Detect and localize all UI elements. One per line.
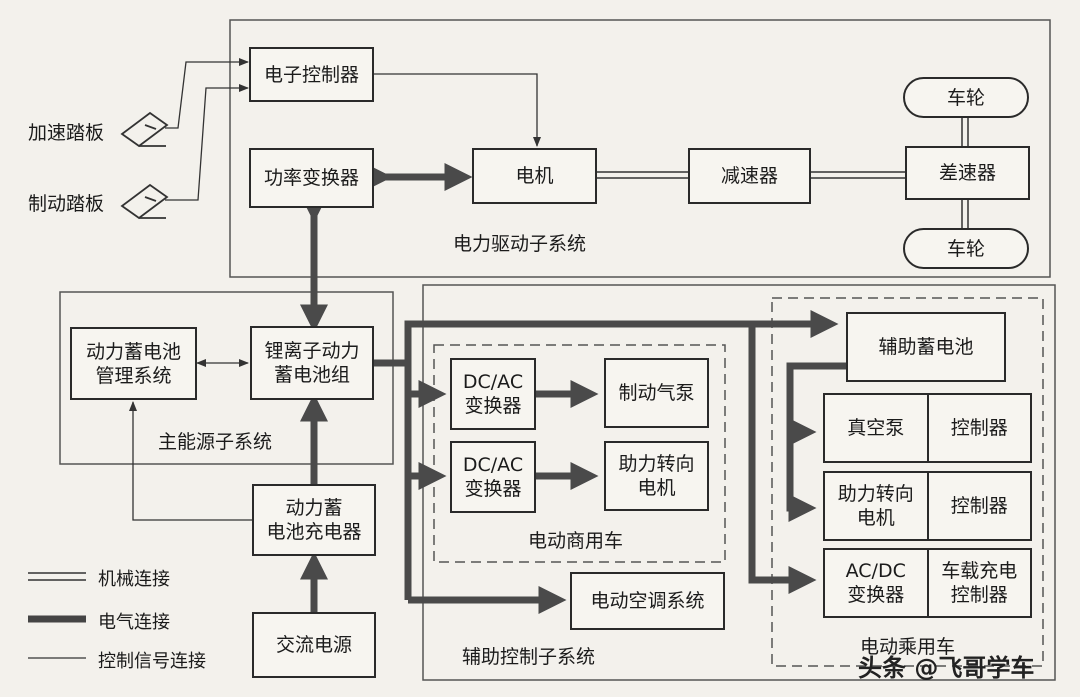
watermark: 头条 @飞哥学车: [858, 654, 1035, 682]
accelerator-pedal-label: 加速踏板: [28, 122, 105, 144]
differential: 差速器: [905, 146, 1030, 200]
dcac-converter-2: DC/AC 变换器: [450, 441, 536, 513]
power-steering-controller: 控制器: [926, 473, 1031, 539]
accelerator-pedal-icon: [120, 111, 169, 148]
energy-subsystem-frame: [59, 291, 394, 465]
passenger-frame: [771, 297, 1044, 667]
drive-subsystem-frame: [229, 19, 1051, 278]
power-steering-motor-commercial: 助力转向 电机: [604, 441, 709, 511]
power-steering-motor-passenger: 助力转向 电机: [837, 483, 914, 529]
battery-management-system: 动力蓄电池 管理系统: [70, 327, 197, 400]
battery-charger: 动力蓄 电池充电器: [252, 484, 376, 556]
lithium-ion-battery-pack: 锂离子动力 蓄电池组: [250, 326, 374, 400]
legend-electrical: 电气连接: [98, 612, 170, 633]
acdc-converter: AC/DC 变换器: [845, 560, 906, 606]
power-steering-unit: 助力转向 电机 控制器: [823, 471, 1032, 541]
onboard-charging-controller: 车载充电 控制器: [926, 550, 1031, 616]
legend-mechanical: 机械连接: [98, 569, 170, 590]
commercial-frame: [433, 344, 726, 563]
vacuum-pump-unit: 真空泵 控制器: [823, 393, 1032, 463]
brake-air-pump: 制动气泵: [604, 358, 709, 428]
electric-aircon-system: 电动空调系统: [570, 572, 725, 630]
passenger-vehicle-title: 电动乘用车: [860, 636, 956, 658]
electronic-controller: 电子控制器: [249, 47, 374, 102]
dcac-converter-1: DC/AC 变换器: [450, 358, 536, 430]
motor: 电机: [472, 148, 597, 204]
auxiliary-battery: 辅助蓄电池: [846, 312, 1006, 382]
charging-unit: AC/DC 变换器 车载充电 控制器: [823, 548, 1032, 618]
ac-power-source: 交流电源: [252, 612, 376, 678]
brake-pedal-label: 制动踏板: [28, 193, 105, 215]
power-converter: 功率变换器: [249, 148, 374, 208]
commercial-vehicle-title: 电动商用车: [528, 530, 624, 552]
aux-subsystem-title: 辅助控制子系统: [462, 646, 596, 668]
legend-control: 控制信号连接: [98, 651, 206, 672]
reducer: 减速器: [688, 148, 811, 204]
legend-lines: [28, 572, 86, 659]
vacuum-pump-controller: 控制器: [926, 395, 1031, 461]
wheel-top: 车轮: [903, 77, 1029, 118]
wheel-bottom: 车轮: [903, 228, 1029, 269]
energy-subsystem-title: 主能源子系统: [158, 431, 273, 453]
vacuum-pump: 真空泵: [847, 417, 905, 439]
brake-pedal-icon: [120, 183, 169, 220]
drive-subsystem-title: 电力驱动子系统: [453, 233, 587, 255]
